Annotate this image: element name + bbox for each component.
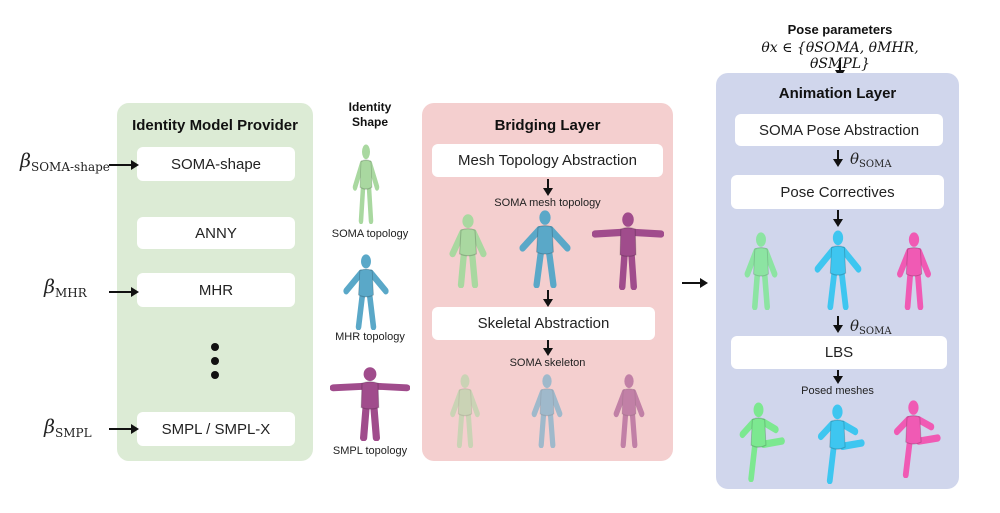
arrow-down-icon xyxy=(833,316,843,333)
soma-pose-abstraction-box: SOMA Pose Abstraction xyxy=(735,114,943,146)
human-figure-icon xyxy=(882,230,946,310)
identity-shape-title-line1: Identity xyxy=(348,100,392,114)
identity-model-provider-panel: Identity Model Provider SOMA-shape ANNY … xyxy=(117,103,313,461)
human-figure-icon xyxy=(730,230,792,310)
human-figure-icon xyxy=(592,210,664,290)
soma-mesh-topology-label: SOMA mesh topology xyxy=(494,197,601,209)
human-figure-icon xyxy=(808,402,872,484)
beta-smpl-label: βSMPL xyxy=(44,416,92,440)
smpl-topology-label: SMPL topology xyxy=(332,445,408,457)
human-figure-icon xyxy=(330,365,410,441)
human-figure-icon xyxy=(510,208,580,288)
pose-correctives-box: Pose Correctives xyxy=(731,175,944,209)
arrow-right-icon xyxy=(109,424,139,434)
arrow-down-icon xyxy=(543,179,553,196)
human-figure-icon xyxy=(335,252,397,330)
arrow-down-icon xyxy=(833,150,843,167)
pose-parameters-title: Pose parameters xyxy=(787,22,893,37)
arrow-right-icon xyxy=(682,278,708,288)
human-figure-icon xyxy=(341,142,391,224)
human-figure-icon xyxy=(600,372,658,448)
posed-meshes-label: Posed meshes xyxy=(801,385,874,397)
bridging-panel-title: Bridging Layer xyxy=(494,117,601,134)
human-figure-icon xyxy=(437,372,493,448)
arrow-down-icon xyxy=(543,290,553,307)
soma-topology-label: SOMA topology xyxy=(331,228,409,240)
lbs-box: LBS xyxy=(731,336,947,369)
arrow-down-icon xyxy=(833,370,843,384)
smpl-box: SMPL / SMPL-X xyxy=(137,412,295,446)
identity-shape-title: Identity Shape xyxy=(330,100,410,130)
human-figure-icon xyxy=(433,212,503,288)
soma-shape-box: SOMA-shape xyxy=(137,147,295,181)
identity-shape-title-line2: Shape xyxy=(351,115,388,129)
arrow-right-icon xyxy=(109,287,139,297)
soma-skeleton-label: SOMA skeleton xyxy=(509,357,586,369)
mhr-topology-label: MHR topology xyxy=(335,331,405,343)
skeletal-abstraction-box: Skeletal Abstraction xyxy=(432,307,655,340)
human-figure-icon xyxy=(730,400,792,482)
animation-panel-title: Animation Layer xyxy=(778,85,897,102)
anny-box: ANNY xyxy=(137,217,295,249)
vertical-ellipsis-icon xyxy=(209,343,221,383)
identity-panel-title: Identity Model Provider xyxy=(132,117,298,134)
mhr-box: MHR xyxy=(137,273,295,307)
human-figure-icon xyxy=(884,398,948,478)
theta-soma-label-1: θSOMA xyxy=(850,150,892,170)
theta-soma-label-2: θSOMA xyxy=(850,317,892,337)
arrow-down-icon xyxy=(543,340,553,356)
mesh-topology-abstraction-box: Mesh Topology Abstraction xyxy=(432,144,663,177)
beta-soma-shape-label: βSOMA-shape xyxy=(20,150,110,174)
human-figure-icon xyxy=(806,228,870,310)
arrow-down-icon xyxy=(833,210,843,227)
beta-mhr-label: βMHR xyxy=(44,276,87,300)
human-figure-icon xyxy=(518,372,576,448)
arrow-right-icon xyxy=(109,160,139,170)
